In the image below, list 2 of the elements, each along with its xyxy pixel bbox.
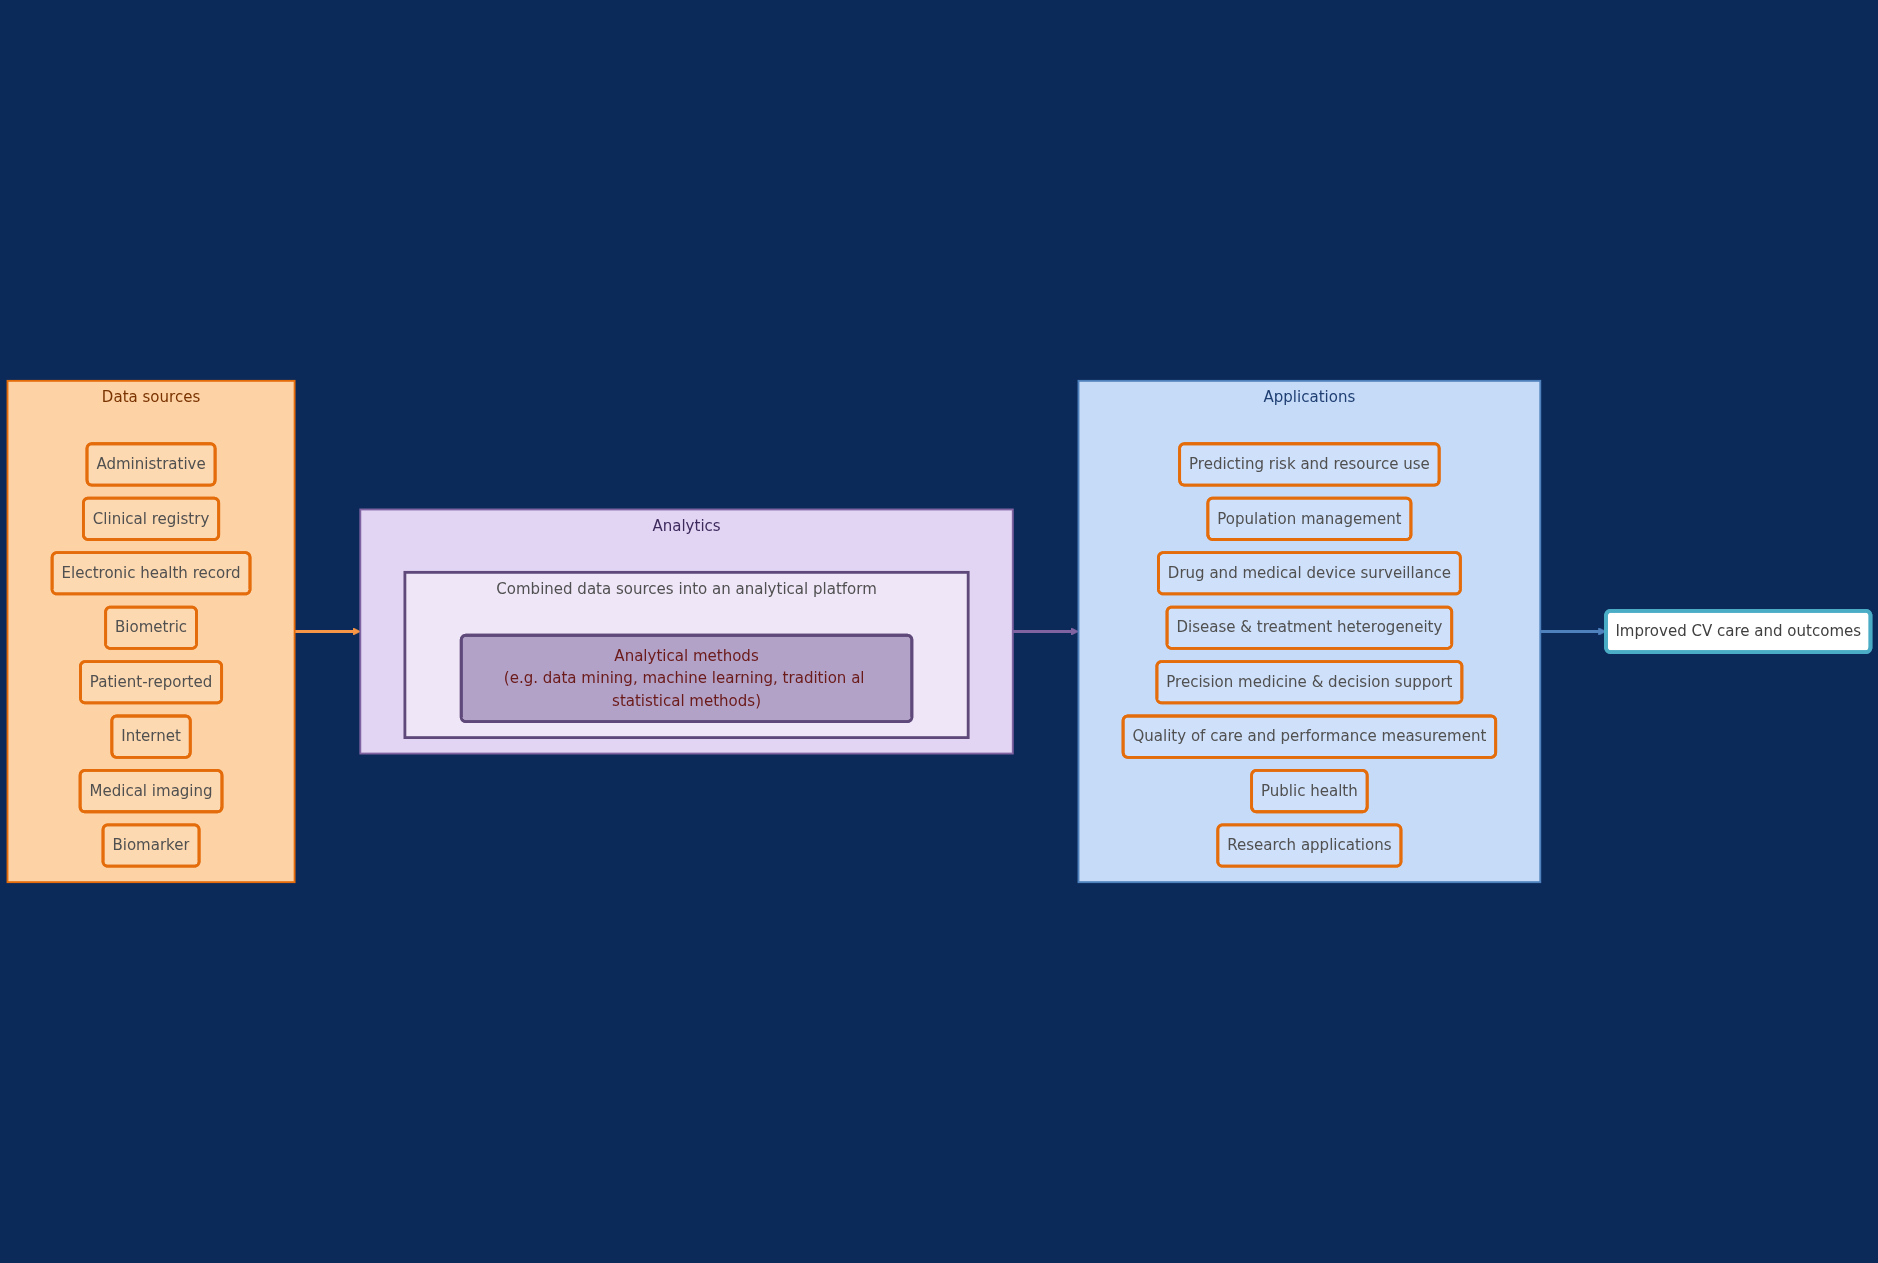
arrow: [294, 627, 361, 636]
arrow: [1012, 627, 1079, 636]
